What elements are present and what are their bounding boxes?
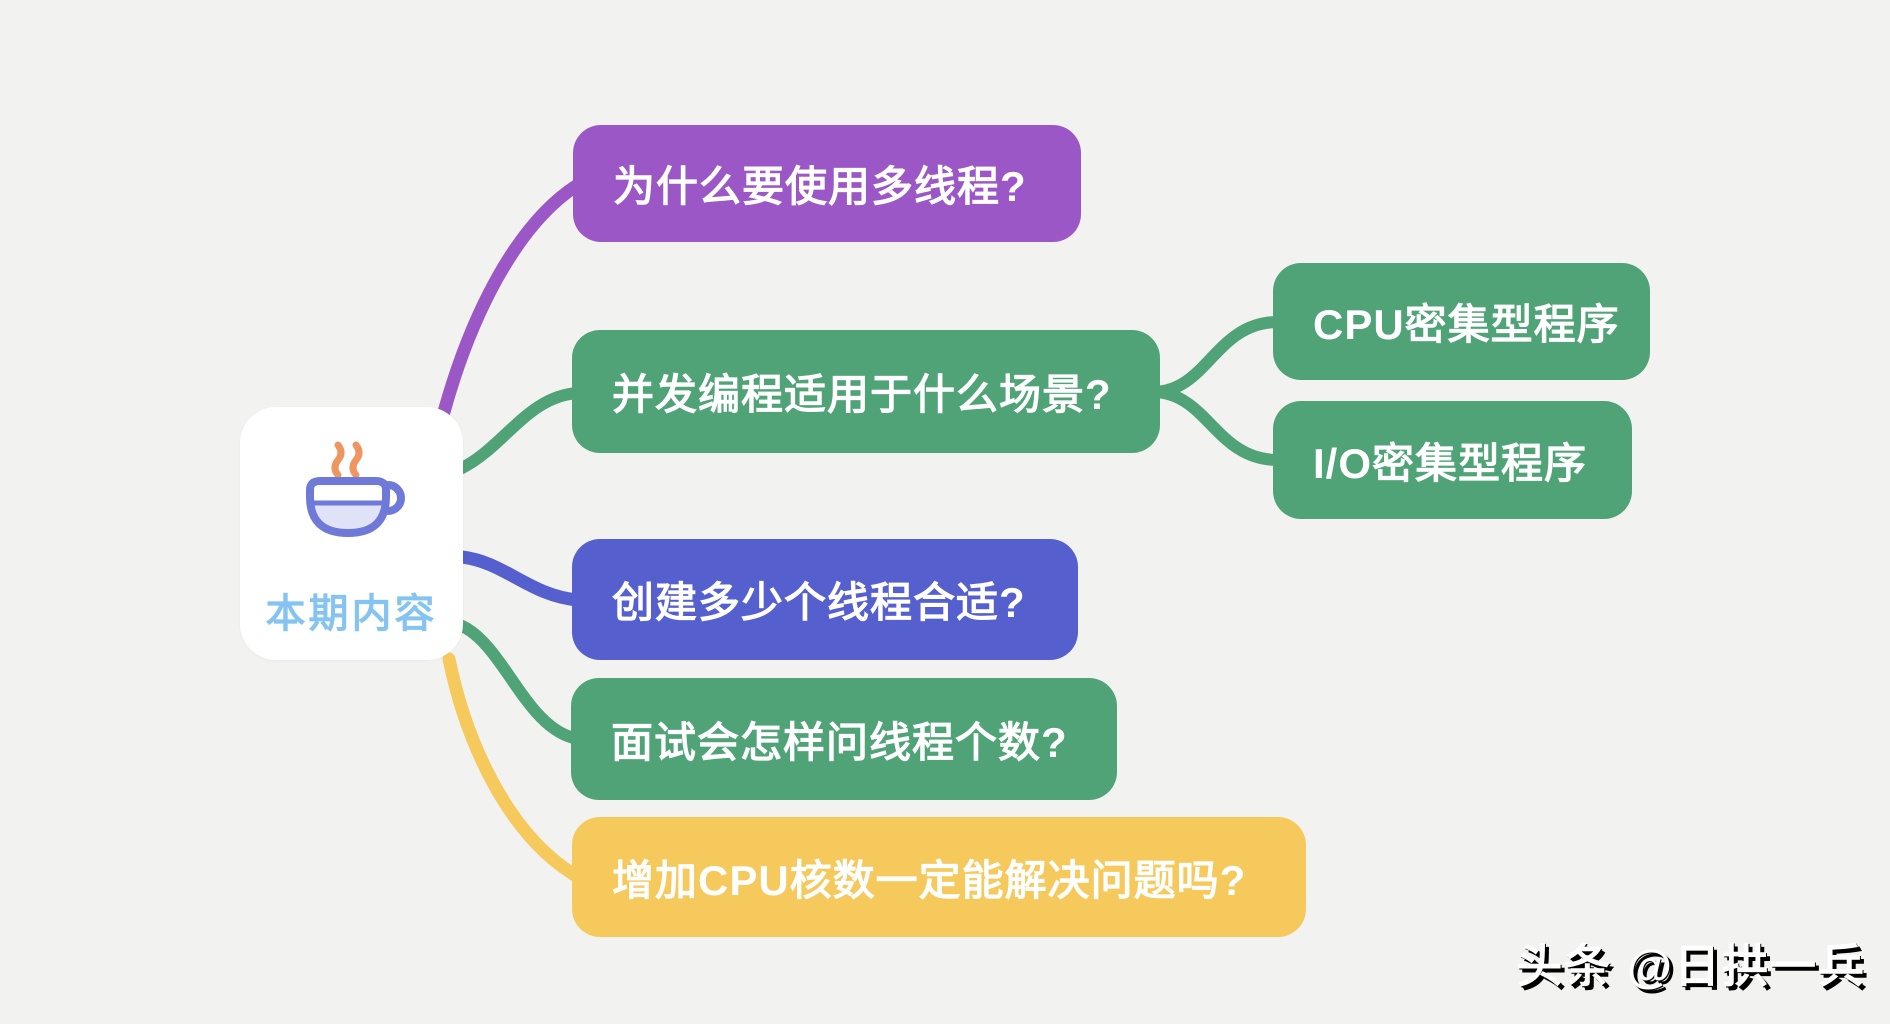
center-node-label: 本期内容: [265, 592, 438, 636]
node-cpu-cores-question[interactable]: 增加CPU核数一定能解决问题吗?: [572, 817, 1306, 937]
node-io-intensive[interactable]: I/O密集型程序: [1273, 401, 1632, 519]
node-label: 创建多少个线程合适?: [612, 579, 1026, 626]
coffee-cup-icon: [305, 441, 405, 537]
node-label: CPU密集型程序: [1313, 301, 1620, 348]
node-concurrency-scenarios[interactable]: 并发编程适用于什么场景?: [572, 330, 1160, 453]
node-interview-question[interactable]: 面试会怎样问线程个数?: [571, 678, 1117, 800]
center-node[interactable]: 本期内容: [240, 407, 463, 660]
node-cpu-intensive[interactable]: CPU密集型程序: [1273, 263, 1650, 380]
watermark: 头条 @日拱一兵: [1516, 940, 1866, 992]
edge-center-to-interview: [456, 620, 584, 745]
node-label: 面试会怎样问线程个数?: [611, 718, 1068, 766]
edge-scenarios-to-cpu: [1149, 316, 1284, 398]
node-label: 为什么要使用多线程?: [613, 163, 1027, 210]
node-label: 并发编程适用于什么场景?: [612, 371, 1112, 418]
edge-center-to-scenarios: [456, 387, 584, 474]
node-thread-count[interactable]: 创建多少个线程合适?: [572, 539, 1078, 660]
edge-center-to-cores: [442, 652, 585, 884]
node-label: I/O密集型程序: [1313, 439, 1588, 487]
node-label: 增加CPU核数一定能解决问题吗?: [612, 856, 1247, 904]
edge-center-to-why: [437, 179, 583, 419]
edge-center-to-how-many: [455, 550, 585, 607]
edge-scenarios-to-io: [1149, 386, 1284, 466]
node-why-multithreading[interactable]: 为什么要使用多线程?: [573, 125, 1081, 242]
